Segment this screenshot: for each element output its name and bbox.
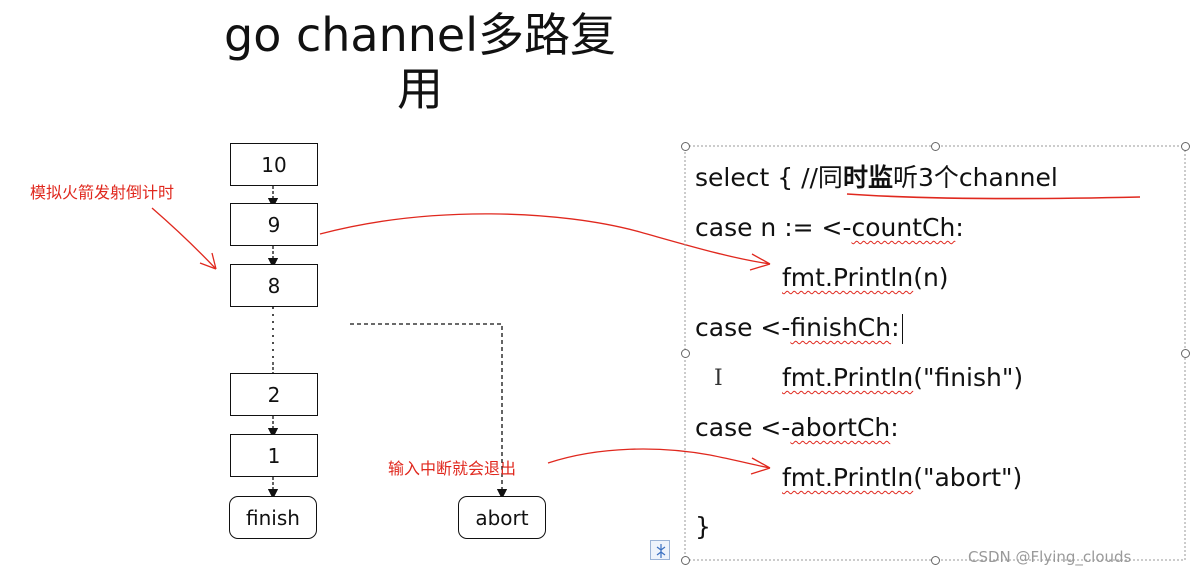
text-caret bbox=[901, 314, 903, 344]
annotation-underline bbox=[846, 193, 1141, 200]
resize-handle-top-left[interactable] bbox=[681, 142, 690, 151]
resize-handle-middle-left[interactable] bbox=[681, 349, 690, 358]
watermark: CSDN @Flying_clouds bbox=[968, 548, 1132, 566]
arrow-annotation-countdown bbox=[151, 207, 217, 270]
diagram-title: go channel多路复 用 bbox=[160, 8, 680, 116]
code-line-close-brace: } bbox=[695, 512, 711, 541]
code-line-case-finishch: case <-finishCh: bbox=[695, 313, 903, 344]
finish-box: finish bbox=[229, 496, 317, 539]
abort-box: abort bbox=[458, 496, 546, 539]
countdown-box-8: 8 bbox=[230, 264, 318, 307]
countdown-annotation: 模拟火箭发射倒计时 bbox=[30, 183, 175, 202]
abort-annotation: 输入中断就会退出 bbox=[388, 459, 517, 478]
arrow-abort-to-abortch bbox=[547, 448, 771, 469]
resize-handle-top-right[interactable] bbox=[1181, 142, 1190, 151]
countdown-box-10: 10 bbox=[230, 143, 318, 186]
resize-handle-bottom-left[interactable] bbox=[681, 556, 690, 565]
resize-handle-bottom-center[interactable] bbox=[931, 556, 940, 565]
code-textbox-border bbox=[684, 145, 1186, 561]
title-line-2: 用 bbox=[397, 62, 443, 116]
countdown-box-9: 9 bbox=[230, 203, 318, 246]
code-line-select: select { //同时监听3个channel bbox=[695, 163, 1058, 192]
code-line-println-abort: fmt.Println("abort") bbox=[782, 463, 1023, 492]
arrow-9-to-countch bbox=[319, 213, 771, 265]
countdown-box-2: 2 bbox=[230, 373, 318, 416]
code-line-case-countch: case n := <-countCh: bbox=[695, 213, 964, 242]
code-line-println-n: fmt.Println(n) bbox=[782, 263, 949, 292]
title-line-1: go channel多路复 bbox=[224, 8, 616, 62]
resize-handle-top-center[interactable] bbox=[931, 142, 940, 151]
resize-handle-middle-right[interactable] bbox=[1181, 349, 1190, 358]
countdown-box-1: 1 bbox=[230, 434, 318, 477]
code-line-case-abortch: case <-abortCh: bbox=[695, 413, 899, 442]
text-cursor-icon: I bbox=[714, 366, 723, 391]
layout-options-icon[interactable] bbox=[650, 540, 670, 560]
code-line-println-finish: fmt.Println("finish") bbox=[782, 363, 1024, 392]
connector-abort bbox=[350, 323, 508, 500]
